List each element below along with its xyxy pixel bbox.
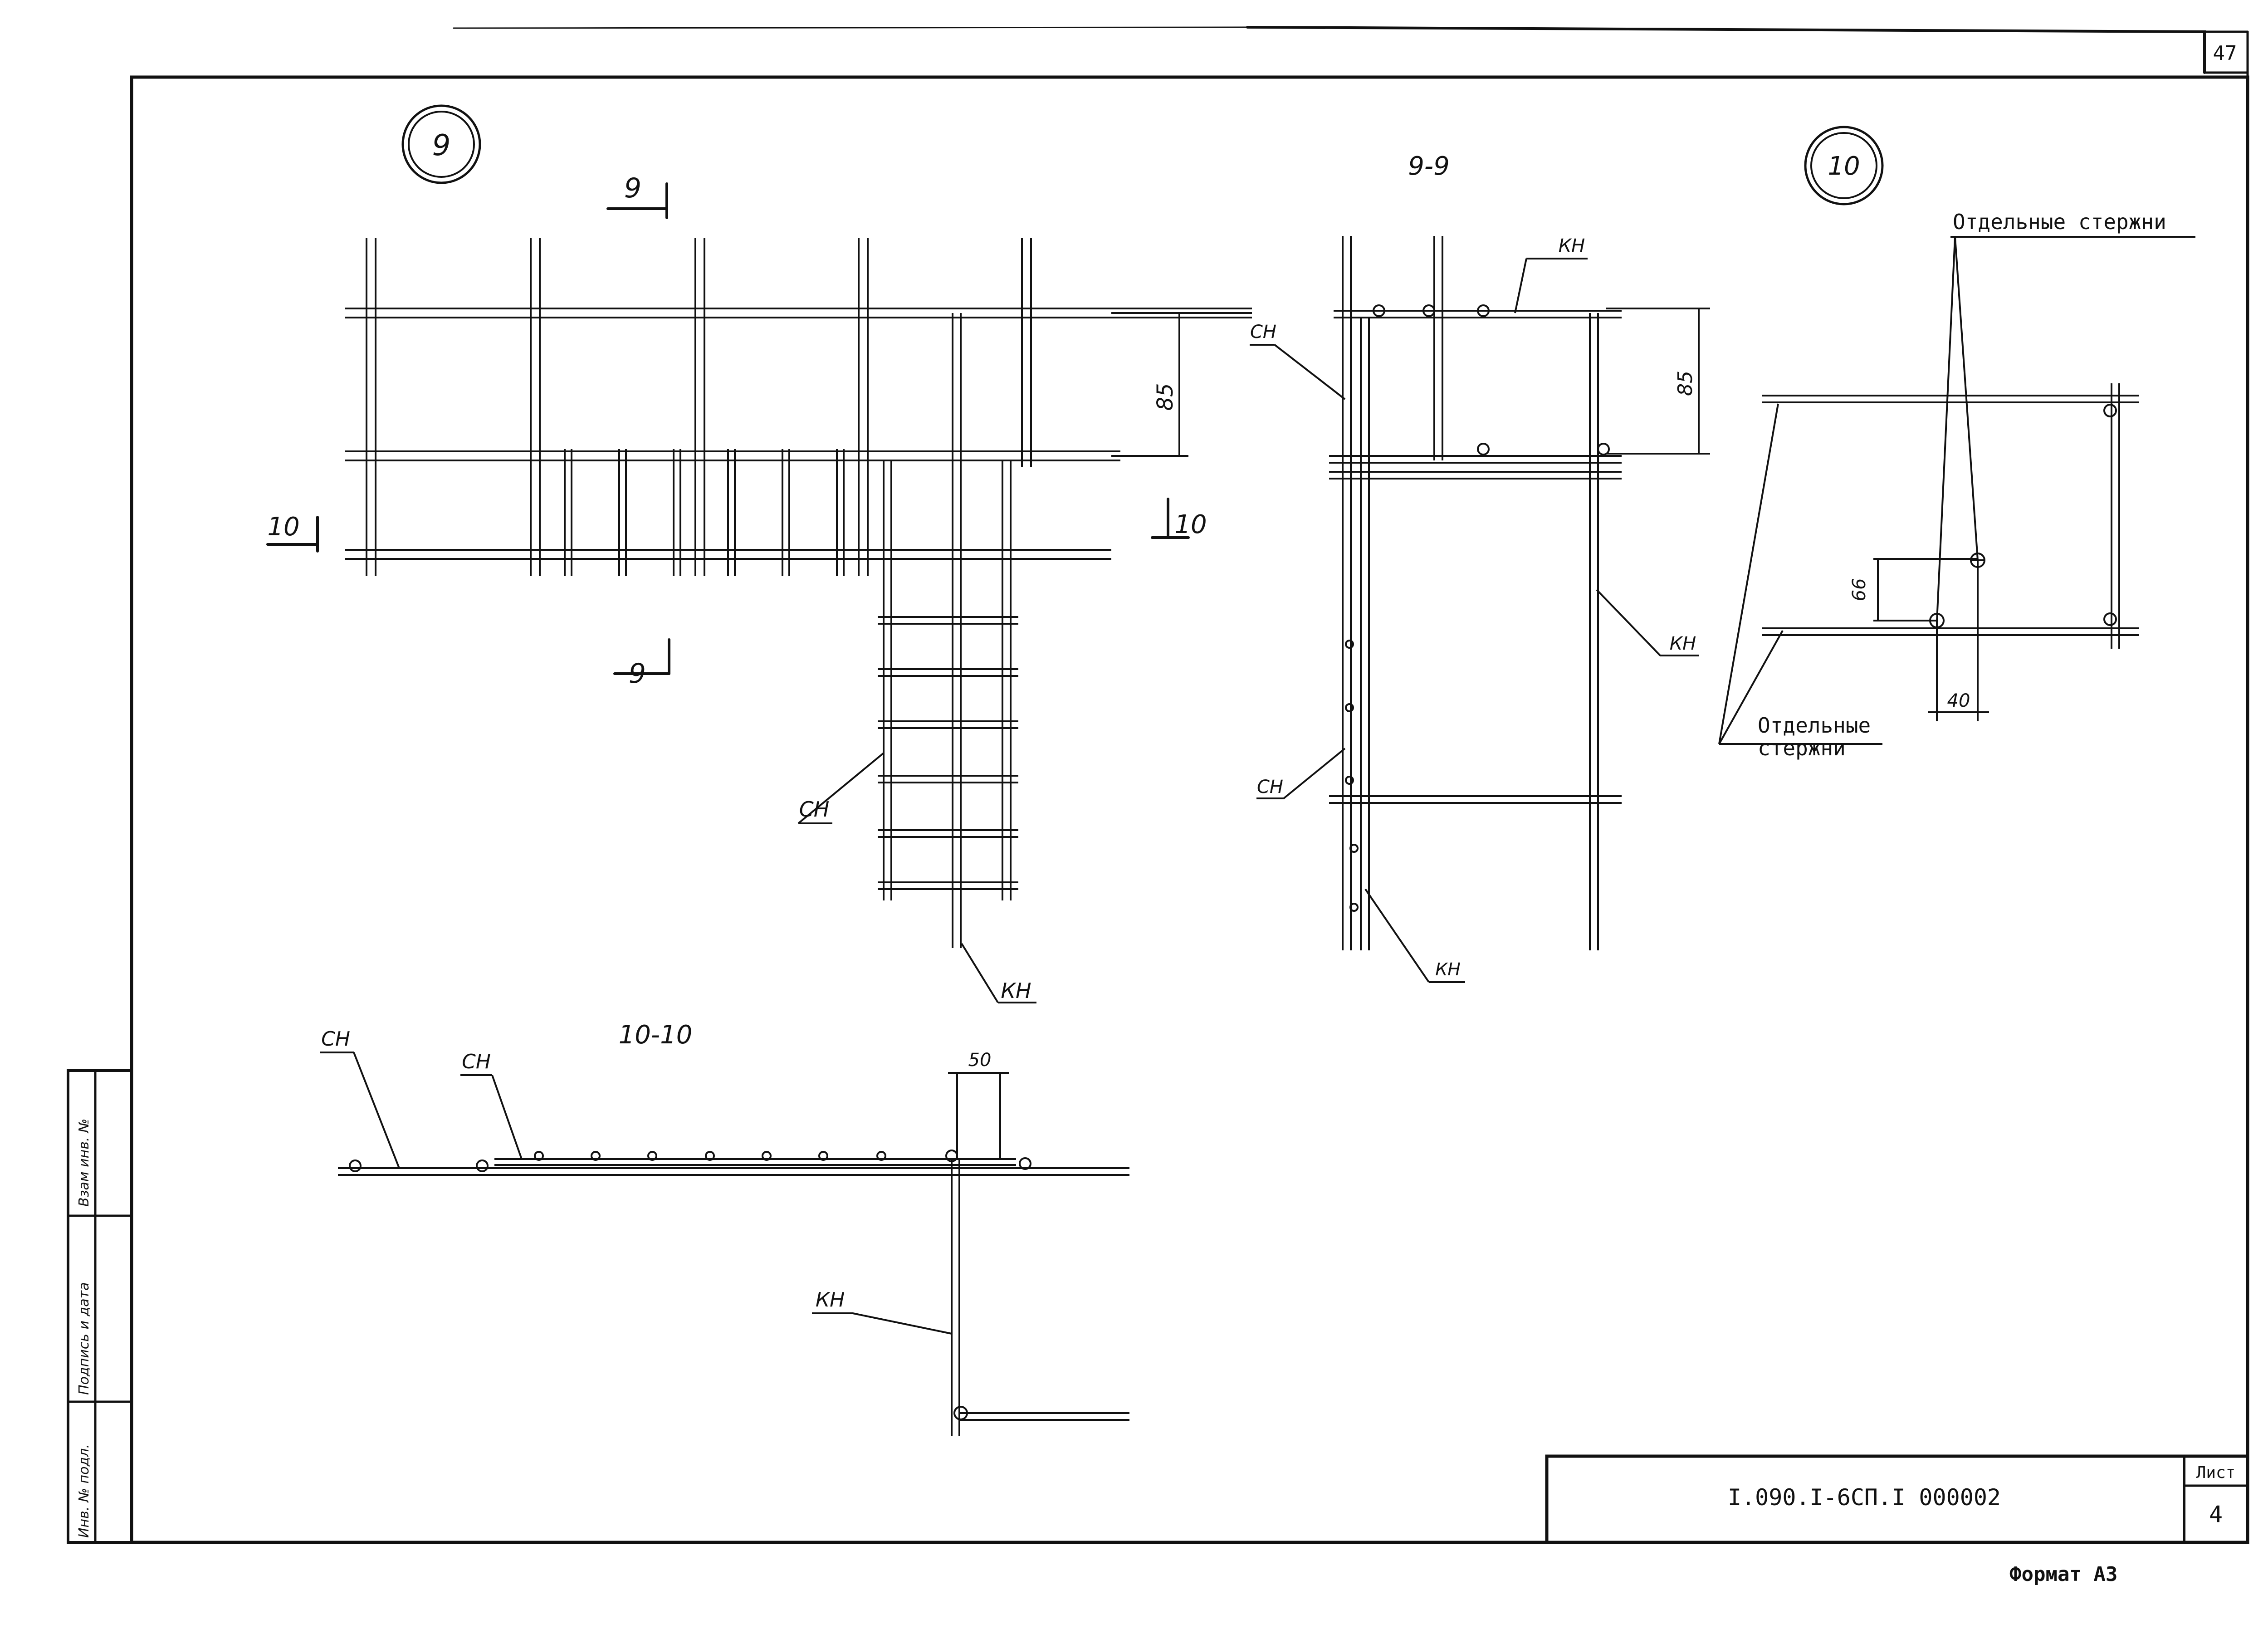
section-9-9-label-kn-right: КН [1670,633,1696,654]
node-9-label-kn: КН [1001,978,1031,1003]
section-mark-9-bottom: 9 [629,658,646,690]
section-10-10-title: 10-10 [619,1020,693,1050]
node-10-note-bottom-2: стержни [1758,736,1846,760]
node-9-plan [266,104,1252,1003]
section-mark-10-right: 10 [1174,510,1207,539]
node-10-dim-66: 66 [1849,578,1870,602]
title-block [1545,1454,2249,1544]
section-9-9-label-sn-top: СН [1250,322,1276,342]
node-10-marker: 10 [1828,152,1860,181]
stamp-cell-inventory: Инв. № подл. [76,1444,92,1538]
section-10-10-label-sn-mid: СН [462,1050,491,1073]
sheet-label: Лист [2196,1463,2236,1482]
section-9-9-title: 9-9 [1408,152,1449,181]
stamp-cell-replacement: Взам инв. № [76,1119,92,1207]
node-9-dim-85: 85 [1153,383,1178,411]
format-label: Формат А3 [2009,1563,2117,1586]
section-10-10-label-sn-left: СН [321,1027,350,1051]
document-code: I.090.I-6СП.I 000002 [1728,1484,2001,1511]
section-10-10 [320,1052,1129,1436]
stamp-cell-signature: Подпись и дата [76,1282,92,1395]
section-9-9-label-kn-top: КН [1559,235,1585,256]
sheet-number: 4 [2209,1501,2223,1527]
sheet-frame [130,26,2249,1544]
node-9-marker: 9 [432,129,451,162]
side-stamp: Взам инв. № Подпись и дата Инв. № подл. [67,1069,133,1544]
section-9-9 [1250,236,1710,983]
section-10-10-label-kn: КН [816,1288,845,1311]
section-mark-10-left: 10 [267,512,299,542]
section-10-10-dim-50: 50 [968,1050,992,1071]
section-9-9-label-kn-bottom: КН [1435,959,1461,979]
node-9-label-sn: СН [799,797,830,822]
node-10-note-bottom-1: Отдельные [1758,713,1871,738]
node-10 [1718,126,2195,745]
page-number: 47 [2213,42,2237,65]
section-9-9-label-sn-bottom: СН [1257,777,1283,797]
node-10-note-top: Отдельные стержни [1953,210,2166,234]
node-10-dim-40: 40 [1947,690,1970,711]
section-mark-9-top: 9 [624,172,641,204]
section-9-9-dim-85: 85 [1674,371,1697,396]
